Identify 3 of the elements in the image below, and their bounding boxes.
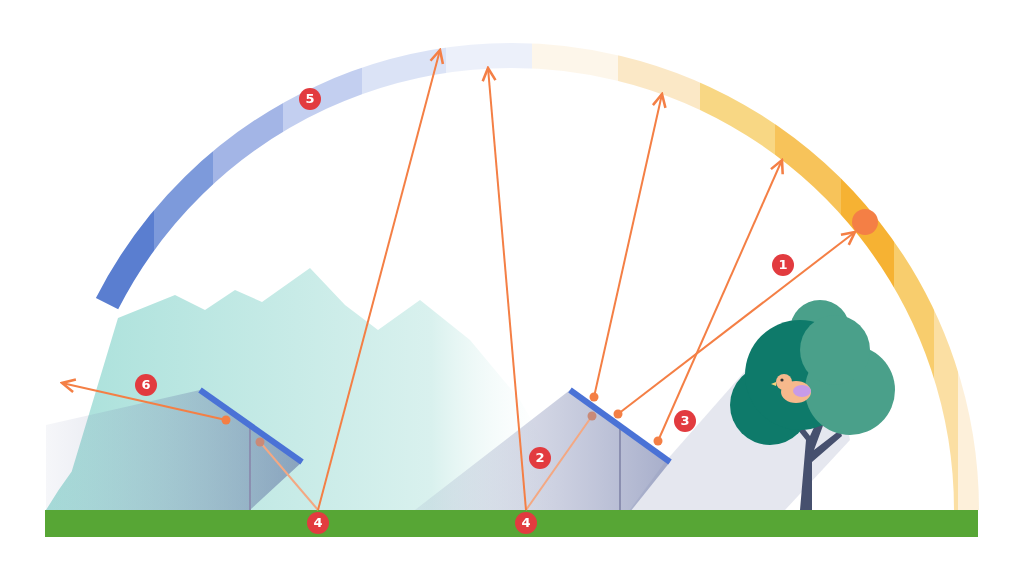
- callout-number: 5: [299, 88, 321, 110]
- callout-number: 1: [772, 254, 794, 276]
- callout-number: 3: [674, 410, 696, 432]
